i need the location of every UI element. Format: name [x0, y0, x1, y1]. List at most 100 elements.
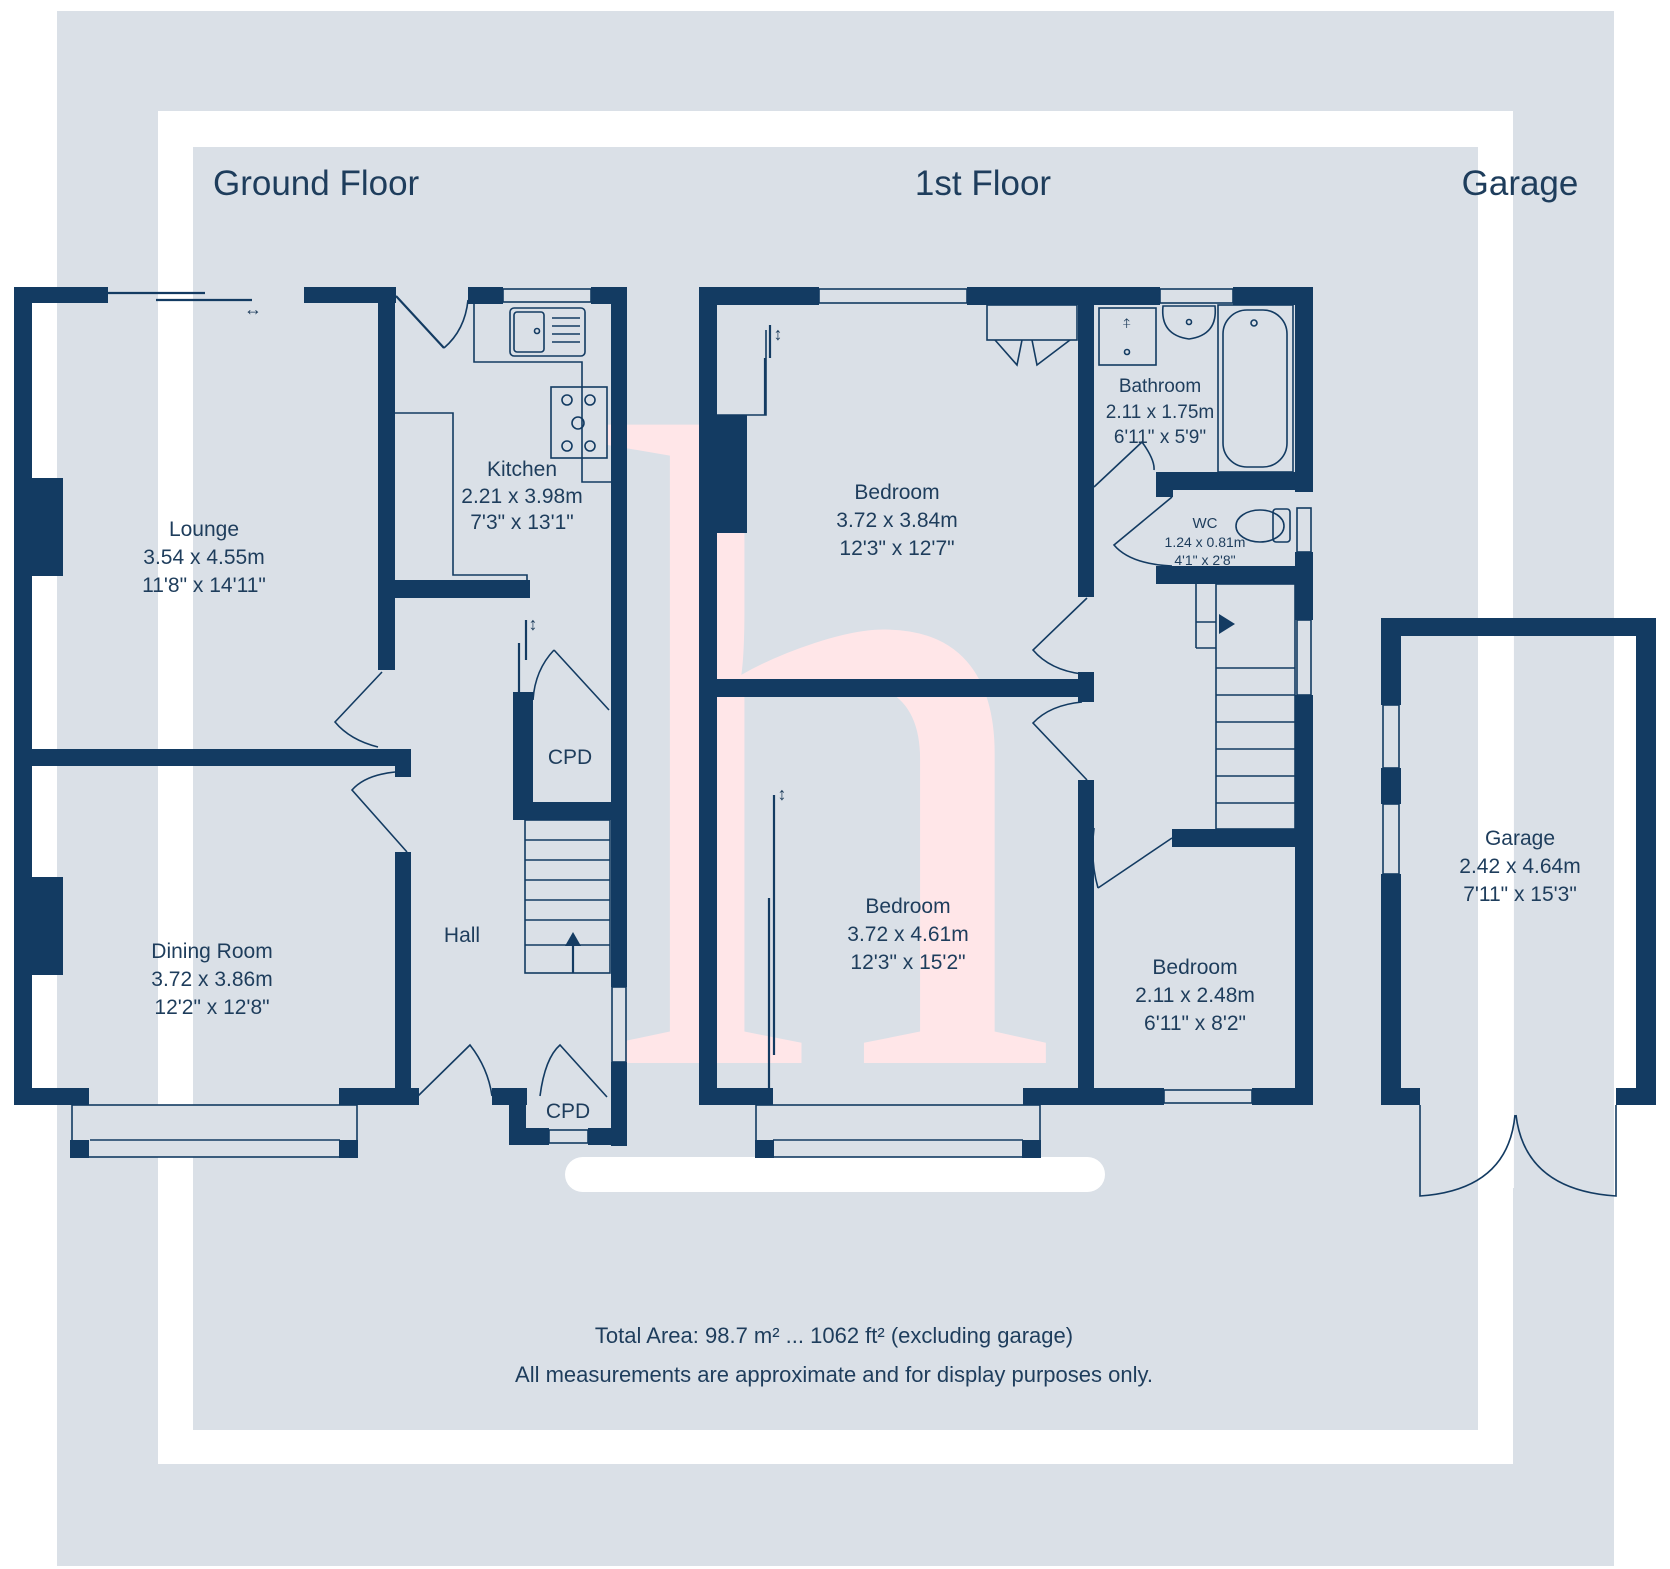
chimney-breast	[32, 877, 63, 975]
bedroom3-imperial: 6'11" x 8'2"	[1144, 1012, 1246, 1035]
bath-drain	[1250, 319, 1258, 327]
bedroom2-name: Bedroom	[865, 895, 950, 918]
bay-window	[755, 1104, 1041, 1158]
bay-post	[755, 1140, 774, 1158]
shower-drain	[1123, 348, 1131, 356]
window	[1163, 1089, 1253, 1104]
bay-post	[70, 1140, 89, 1158]
wall	[1156, 472, 1313, 490]
sink-drain	[533, 327, 541, 335]
wall	[32, 749, 410, 766]
wardrobe-doors	[994, 339, 1071, 367]
sliding-arrow-icon: ↕	[529, 614, 538, 634]
watermark-glyph: h	[598, 244, 1058, 1263]
wall	[1636, 618, 1656, 1105]
wall	[509, 1128, 549, 1145]
wall	[588, 1128, 627, 1145]
door-swing	[350, 771, 408, 853]
bedroom3-name: Bedroom	[1152, 956, 1237, 979]
window	[1296, 507, 1312, 553]
ground-floor-title: Ground Floor	[213, 164, 420, 203]
kitchen-name: Kitchen	[487, 458, 557, 481]
stair-up-arrow-icon	[565, 932, 581, 946]
window	[818, 288, 968, 304]
lounge-name: Lounge	[169, 518, 239, 541]
garage-name: Garage	[1485, 827, 1555, 850]
bedroom3-metric: 2.11 x 2.48m	[1135, 984, 1255, 1007]
door-swing	[539, 1043, 608, 1098]
wall	[611, 287, 627, 987]
toilet-icon	[1235, 508, 1291, 543]
wall	[513, 692, 533, 802]
wall	[513, 802, 611, 820]
bay-post	[1022, 1140, 1041, 1158]
bedroom2-imperial: 12'3" x 15'2"	[850, 951, 965, 974]
window	[548, 1129, 589, 1144]
door-swing	[1093, 440, 1155, 488]
wall	[1381, 618, 1656, 636]
wall	[1381, 1088, 1420, 1105]
wall	[1023, 1088, 1164, 1105]
hall-name: Hall	[444, 924, 480, 947]
ground-floor-plan: ↔	[14, 287, 627, 1158]
wall	[1295, 287, 1313, 492]
frame-strip-left	[158, 287, 193, 1167]
sink-bowl	[513, 311, 545, 353]
chimney-breast	[32, 478, 63, 576]
wall	[339, 1088, 419, 1105]
chimney-breast	[717, 415, 747, 533]
wall	[1078, 672, 1094, 702]
dining-room-imperial: 12'2" x 12'8"	[154, 996, 269, 1019]
door-swing	[1091, 827, 1173, 889]
window	[1159, 288, 1234, 304]
garage-floor-title: Garage	[1462, 164, 1579, 203]
basin-icon	[1161, 305, 1217, 340]
wall	[699, 1088, 773, 1105]
worktop	[395, 412, 528, 588]
bathroom-imperial: 6'11" x 5'9"	[1114, 427, 1206, 448]
wall	[1381, 768, 1401, 804]
shower-head-icon: ⍏	[1123, 315, 1131, 331]
wall	[611, 1062, 627, 1146]
bay-post	[339, 1140, 358, 1158]
dining-room-name: Dining Room	[151, 940, 272, 963]
wall	[967, 287, 1160, 305]
basin-tap	[1185, 318, 1193, 326]
wall	[1295, 552, 1313, 620]
wall	[14, 287, 108, 303]
wall	[395, 580, 530, 598]
window	[1382, 803, 1400, 875]
wall	[1381, 618, 1401, 705]
bay-window	[71, 1104, 358, 1158]
garage-plan: Garage 2.42 x 4.64m 7'11" x 15'3"	[1381, 618, 1656, 1197]
total-area: Total Area: 98.7 m² ... 1062 ft² (exclud…	[595, 1323, 1073, 1348]
wall	[468, 287, 503, 304]
dining-room-metric: 3.72 x 3.86m	[151, 968, 272, 991]
cpd-lower-label: CPD	[546, 1100, 590, 1123]
stair-arrow-icon	[1219, 614, 1235, 634]
garage-door-left	[1419, 1105, 1516, 1197]
inner-background	[193, 147, 1478, 1430]
first-floor-plan: ↕ ↕ ⍏	[699, 287, 1313, 1158]
bath-icon	[1222, 309, 1288, 468]
wall	[1156, 566, 1313, 584]
bedroom2-metric: 3.72 x 4.61m	[847, 923, 968, 946]
kitchen-door	[395, 295, 445, 349]
window	[1296, 619, 1312, 696]
wall	[717, 679, 1094, 697]
door-swing	[532, 649, 610, 711]
first-floor-title: 1st Floor	[915, 164, 1051, 203]
wc-metric: 1.24 x 0.81m	[1165, 534, 1246, 550]
pill-bar	[565, 1157, 1105, 1192]
garage-metric: 2.42 x 4.64m	[1459, 855, 1580, 878]
wall	[378, 287, 395, 670]
garage-imperial: 7'11" x 15'3"	[1463, 883, 1577, 906]
shower-tray-icon	[1098, 307, 1157, 366]
wall	[395, 749, 411, 777]
window	[502, 288, 592, 303]
window	[611, 986, 627, 1063]
wall	[304, 287, 396, 303]
disclaimer: All measurements are approximate and for…	[515, 1362, 1153, 1387]
wall	[1295, 695, 1313, 1105]
